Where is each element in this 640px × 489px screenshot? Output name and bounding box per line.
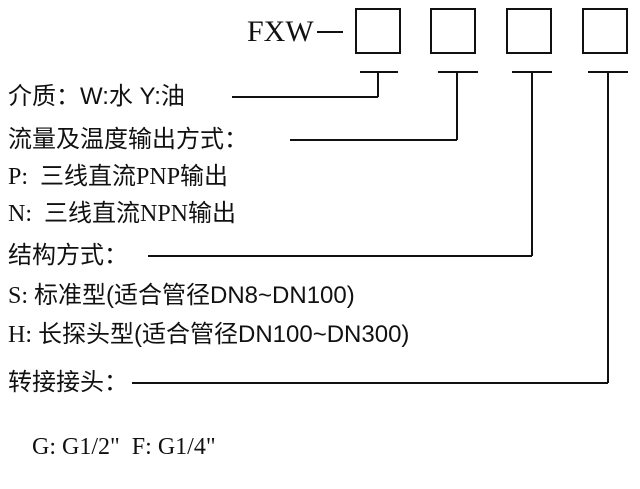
- structure-option-h: H: 长探头型(适合管径DN100~DN300): [8, 321, 409, 349]
- code-box-connector: [582, 8, 628, 54]
- output-option-code: P:: [8, 164, 29, 190]
- connector-options-text: G: G1/2" F: G1/4": [32, 434, 216, 460]
- output-option-n: N: 三线直流NPN输出: [8, 200, 236, 228]
- medium-row: 介质：W:水 Y:油: [8, 83, 185, 111]
- structure-option-s: S: 标准型(适合管径DN8~DN100): [8, 282, 355, 310]
- output-option-p: P: 三线直流PNP输出: [8, 163, 228, 191]
- output-option-code: N:: [8, 201, 32, 227]
- connector-label: 转接接头：: [8, 370, 128, 396]
- output-option-text: 三线直流NPN输出: [44, 201, 237, 227]
- medium-label: 介质：: [8, 84, 80, 110]
- structure-option-code: S:: [8, 283, 29, 309]
- structure-option-code: H:: [8, 322, 32, 348]
- code-box-medium: [355, 8, 401, 54]
- code-box-structure: [506, 8, 552, 54]
- leader-lines: [132, 71, 628, 384]
- structure-label: 结构方式：: [8, 243, 128, 269]
- connector-options: G: G1/2" F: G1/4": [8, 405, 216, 489]
- structure-option-text: 长探头型(适合管径DN100~DN300): [38, 321, 410, 348]
- output-option-text: 三线直流PNP输出: [40, 164, 229, 190]
- structure-option-text: 标准型(适合管径DN8~DN100): [34, 282, 355, 309]
- dash-mark: [317, 31, 343, 33]
- model-code-diagram: FXW 介质：W:水 Y:油 流量及温度输出方式： P: 三线直流PNP输出 N…: [8, 8, 628, 460]
- medium-options: W:水 Y:油: [80, 83, 185, 110]
- model-prefix: FXW: [247, 15, 314, 48]
- code-box-output: [430, 8, 476, 54]
- output-mode-label: 流量及温度输出方式：: [8, 127, 248, 153]
